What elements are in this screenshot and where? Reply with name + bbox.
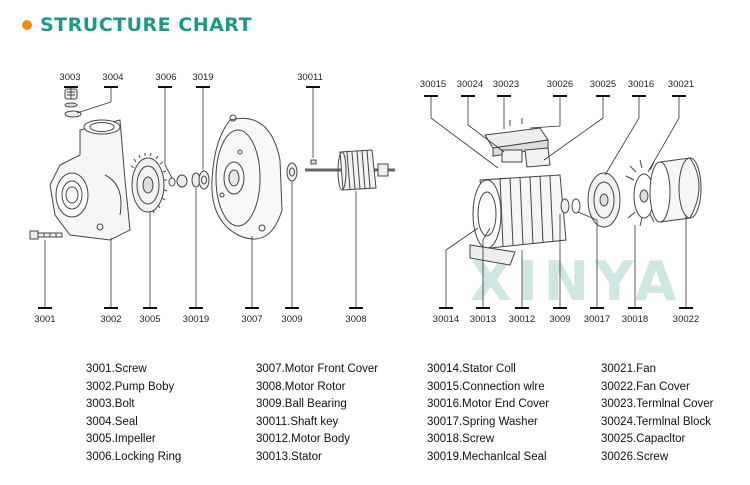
label-30021: 30021 bbox=[668, 79, 694, 90]
legend-column-2: 3007.Motor Front Cover 3008.Motor Rotor … bbox=[256, 361, 378, 467]
impeller-part bbox=[130, 152, 168, 214]
legend-column-1: 3001.Screw 3002.Pump Boby 3003.Bolt 3004… bbox=[86, 361, 181, 467]
legend-item: 30015.Connection wlre bbox=[427, 380, 545, 393]
label-30014: 30014 bbox=[433, 314, 459, 325]
legend-column-4: 30021.Fan 30022.Fan Cover 30023.Termlnal… bbox=[601, 361, 714, 467]
exploded-diagram: XINYA bbox=[29, 72, 702, 325]
legend-item: 30017.Spring Washer bbox=[427, 415, 538, 428]
label-3019: 3019 bbox=[192, 72, 213, 83]
label-30026: 30026 bbox=[547, 79, 573, 90]
label-3004: 3004 bbox=[102, 72, 123, 83]
page-title: STRUCTURE CHART bbox=[40, 14, 253, 36]
label-30022: 30022 bbox=[673, 314, 699, 325]
pump-assembly bbox=[29, 88, 395, 241]
motor-front-cover-part bbox=[211, 114, 283, 240]
bearing-part-right bbox=[560, 198, 570, 214]
legend-item: 3008.Motor Rotor bbox=[256, 380, 346, 393]
legend-item: 3009.Ball Bearing bbox=[256, 398, 347, 411]
legend-item: 30024.Termlnal Block bbox=[601, 415, 711, 428]
seal-part bbox=[64, 110, 82, 118]
bullet-dot-icon bbox=[22, 20, 32, 30]
legend-item: 30023.Termlnal Cover bbox=[601, 398, 714, 411]
legend-item: 30025.Capacltor bbox=[601, 433, 686, 446]
legend-item: 3002.Pump Boby bbox=[86, 380, 175, 393]
label-3008: 3008 bbox=[345, 314, 366, 325]
mechanical-seal-part bbox=[191, 170, 210, 190]
label-3006: 3006 bbox=[155, 72, 176, 83]
legend-item: 3004.Seal bbox=[86, 415, 138, 428]
legend-item: 3007.Motor Front Cover bbox=[256, 363, 379, 375]
label-30024: 30024 bbox=[457, 79, 483, 90]
legend-item: 30012.Motor Body bbox=[256, 433, 350, 446]
label-30023: 30023 bbox=[493, 79, 519, 90]
legend-item: 3003.Bolt bbox=[86, 398, 135, 411]
shaft-key-part bbox=[310, 159, 317, 165]
label-3009-right: 3009 bbox=[549, 314, 570, 325]
label-30018: 30018 bbox=[622, 314, 648, 325]
motor-end-cover-part bbox=[587, 172, 621, 228]
label-3007: 3007 bbox=[241, 314, 262, 325]
chart-header: STRUCTURE CHART bbox=[22, 14, 252, 36]
motor-rotor-part bbox=[305, 149, 395, 191]
legend-item: 30013.Stator bbox=[256, 450, 322, 463]
label-30011: 30011 bbox=[297, 72, 323, 83]
legend-column-3: 30014.Stator Coll 30015.Connection wlre … bbox=[427, 361, 549, 467]
motor-body-part bbox=[469, 174, 567, 266]
legend-item: 3006.Locking Ring bbox=[86, 450, 182, 463]
terminal-cover-part bbox=[484, 118, 551, 168]
label-3009-left: 3009 bbox=[281, 314, 302, 325]
locking-ring-part bbox=[168, 174, 188, 188]
label-3003: 3003 bbox=[59, 72, 80, 83]
legend-item: 30011.Shaft key bbox=[256, 415, 339, 428]
legend-item: 30016.Motor End Cover bbox=[427, 398, 550, 411]
label-3002: 3002 bbox=[100, 314, 121, 325]
fan-cover-part bbox=[649, 157, 702, 223]
label-30019: 30019 bbox=[183, 314, 209, 325]
label-30012: 30012 bbox=[509, 314, 535, 325]
ball-bearing-part bbox=[286, 162, 298, 182]
pump-body-part bbox=[49, 119, 131, 241]
leader-lines bbox=[44, 88, 687, 307]
label-30015: 30015 bbox=[420, 79, 446, 90]
legend-item: 30026.Screw bbox=[601, 450, 669, 463]
spring-washer-part bbox=[571, 198, 581, 214]
label-3005: 3005 bbox=[139, 314, 160, 325]
label-30017: 30017 bbox=[584, 314, 610, 325]
screw-part bbox=[29, 230, 63, 240]
label-30025: 30025 bbox=[590, 79, 616, 90]
motor-assembly bbox=[469, 118, 702, 266]
legend-item: 30022.Fan Cover bbox=[601, 380, 690, 393]
label-3001: 3001 bbox=[34, 314, 55, 325]
part-labels: 3003 3004 3006 3019 30011 3001 3002 3005… bbox=[34, 72, 699, 325]
legend-item: 30018.Screw bbox=[427, 433, 495, 446]
legend-item: 30019.Mechanlcal Seal bbox=[427, 450, 547, 463]
legend-item: 3005.Impeller bbox=[86, 433, 156, 446]
label-30013: 30013 bbox=[470, 314, 496, 325]
label-30016: 30016 bbox=[628, 79, 654, 90]
legend-item: 3001.Screw bbox=[86, 363, 147, 375]
legend-item: 30014.Stator Coll bbox=[427, 363, 516, 375]
legend-item: 30021.Fan bbox=[601, 363, 656, 375]
